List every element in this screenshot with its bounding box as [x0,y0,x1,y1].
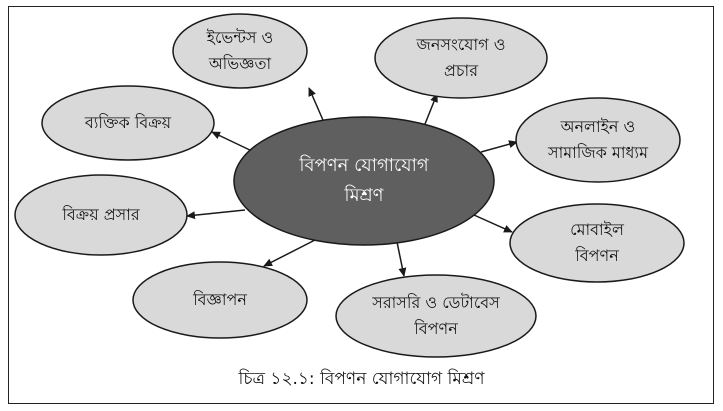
node-events-ellipse [172,13,308,89]
node-personal-sell-label: ব্যক্তিক বিক্রয় [84,113,172,132]
node-events-label: ইভেন্টস ও অভিজ্ঞতা [206,28,274,73]
node-events: ইভেন্টস ও অভিজ্ঞতা [173,14,307,88]
arrow-to-personal-sell [211,131,255,153]
node-publicity: জনসংযোগ ও প্রচার [375,18,547,98]
arrow-to-publicity [424,93,438,125]
node-personal-sell: ব্যক্তিক বিক্রয় [42,86,214,160]
figure-caption: চিত্র ১২.১: বিপণন যোগাযোগ মিশ্রণ [238,369,485,389]
node-personal-sell-ellipse [41,85,215,161]
center-node-label: বিপণন যোগাযোগ মিশ্রণ [299,155,429,206]
ellipses [14,13,685,358]
node-online-label: অনলাইন ও সামাজিক মাধ্যম [548,117,648,162]
node-mobile-label: মোবাইল বিপণন [570,220,624,265]
node-sales-promo-ellipse [14,174,188,256]
node-sales-promo-label: বিক্রয় প্রসার [62,205,140,224]
node-direct-ellipse [335,274,537,358]
node-sales-promo: বিক্রয় প্রসার [15,175,187,255]
node-direct-label: সরাসরি ও ডেটাবেস বিপণন [372,293,500,338]
node-advertising-label: বিজ্ঞাপন [193,290,247,309]
node-online: অনলাইন ও সামাজিক মাধ্যম [516,98,680,182]
node-publicity-label: জনসংযোগ ও প্রচার [416,35,506,80]
node-online-ellipse [515,97,681,183]
center-node: বিপণন যোগাযোগ মিশ্রণ [234,117,494,245]
node-mobile: মোবাইল বিপণন [510,204,684,282]
node-direct: সরাসরি ও ডেটাবেস বিপণন [336,275,536,357]
node-advertising-ellipse [132,261,308,339]
node-advertising: বিজ্ঞাপন [133,262,307,338]
arrow-to-direct [396,241,407,277]
arrow-to-advertising [263,239,316,267]
node-mobile-ellipse [509,203,685,283]
node-publicity-ellipse [374,17,548,99]
center-node-ellipse [233,116,495,246]
arrow-to-online [480,140,518,153]
arrow-to-sales-promo [186,209,246,220]
arrow-to-mobile [473,214,513,233]
